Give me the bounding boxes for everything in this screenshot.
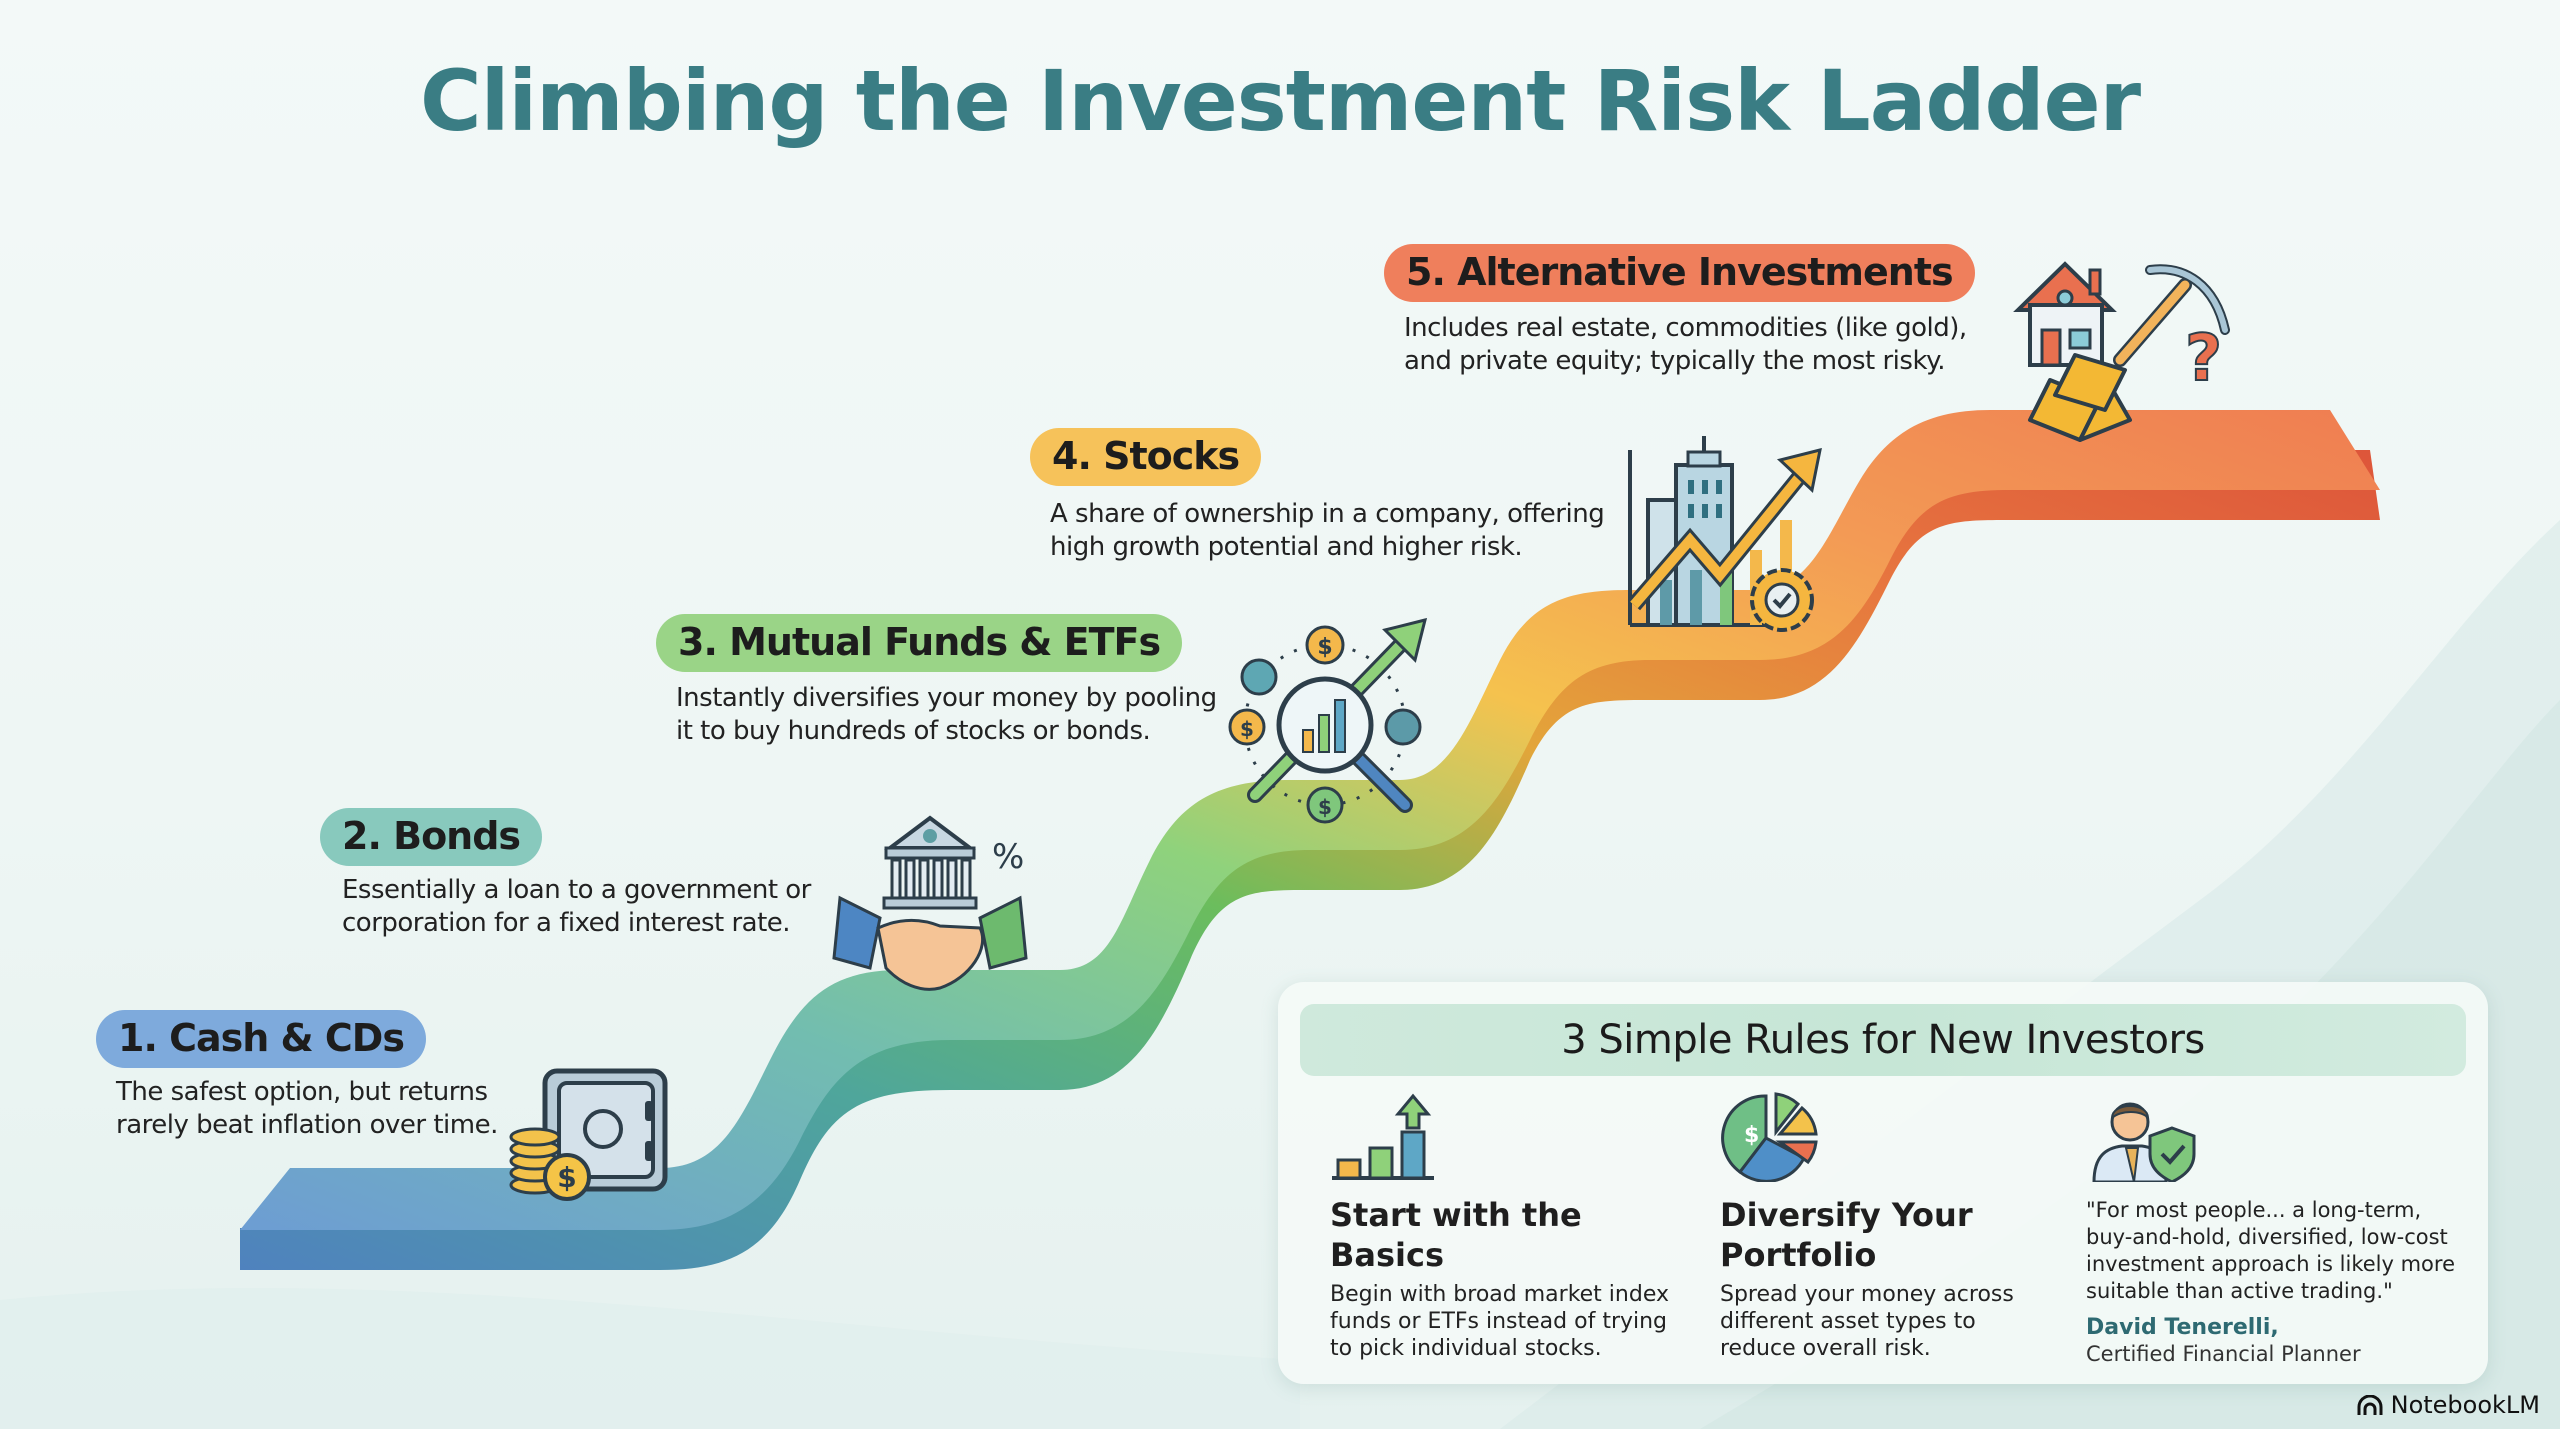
magnifier-chart-coins-icon: $ $ $ <box>1228 617 1428 824</box>
brand-watermark: NotebookLM <box>2357 1391 2540 1419</box>
house-pickaxe-gold-icon: ? <box>2013 261 2230 442</box>
rules-header: 3 Simple Rules for New Investors <box>1300 1004 2466 1076</box>
rule-text-line: to pick individual stocks. <box>1330 1336 1602 1361</box>
quote-author: David Tenerelli, <box>2086 1315 2279 1340</box>
safe-with-coins-icon: $ <box>509 1068 668 1201</box>
rule-title: Start with the Basics <box>1330 1195 1670 1275</box>
rule-title-line: Diversify Your <box>1720 1196 1973 1234</box>
svg-text:$: $ <box>1744 1123 1759 1148</box>
step-3-label: 3. Mutual Funds & ETFs <box>656 614 1183 672</box>
step-4-label: 4. Stocks <box>1030 428 1262 486</box>
step-5-description-line: Includes real estate, commodities (like … <box>1404 313 1967 343</box>
step-5-description-line: and private equity; typically the most r… <box>1404 346 1946 376</box>
quote-text: "For most people... a long-term, buy-and… <box>2086 1197 2476 1305</box>
rule-quote: "For most people... a long-term, buy-and… <box>2086 1092 2476 1366</box>
bank-handshake-icon: % <box>832 815 1028 991</box>
rule-text-line: Begin with broad market index <box>1330 1282 1669 1307</box>
step-1-description-line: rarely beat inflation over time. <box>116 1110 498 1140</box>
svg-text:%: % <box>992 837 1024 877</box>
rule-text-line: different asset types to <box>1720 1309 1976 1334</box>
svg-text:$: $ <box>1317 635 1332 660</box>
step-5-description: Includes real estate, commodities (like … <box>1404 312 1967 378</box>
step-3-description: Instantly diversifies your money by pool… <box>676 682 1217 748</box>
svg-text:$: $ <box>1240 717 1254 741</box>
rule-title-line: Portfolio <box>1720 1236 1877 1274</box>
step-4-description: A share of ownership in a company, offer… <box>1050 498 1605 564</box>
quote-line: "For most people... a long-term, <box>2086 1198 2422 1222</box>
rule-start-basics: Start with the Basics Begin with broad m… <box>1330 1092 1670 1362</box>
rule-title-line: Basics <box>1330 1236 1445 1274</box>
step-1-description-line: The safest option, but returns <box>116 1077 488 1107</box>
step-2-label: 2. Bonds <box>320 808 543 866</box>
svg-text:$: $ <box>557 1161 576 1194</box>
quote-line: suitable than active trading." <box>2086 1279 2393 1303</box>
step-4-description-line: A share of ownership in a company, offer… <box>1050 499 1605 529</box>
page-title: Climbing the Investment Risk Ladder <box>419 52 2141 150</box>
svg-text:?: ? <box>2185 322 2222 396</box>
step-3-description-line: Instantly diversifies your money by pool… <box>676 683 1217 713</box>
advisor-shield-icon <box>2092 1102 2196 1184</box>
step-2-description-line: Essentially a loan to a government or <box>342 875 811 905</box>
bar-chart-up-arrow-icon <box>1332 1093 1434 1180</box>
svg-text:$: $ <box>1318 795 1332 819</box>
notebooklm-logo-icon <box>2357 1395 2383 1415</box>
rule-text: Begin with broad market index funds or E… <box>1330 1281 1670 1362</box>
step-2-description: Essentially a loan to a government or co… <box>342 874 811 940</box>
rule-title: Diversify Your Portfolio <box>1720 1195 2060 1275</box>
step-2-description-line: corporation for a fixed interest rate. <box>342 908 791 938</box>
rule-diversify: $ Diversify Your Portfolio Spread your m… <box>1720 1092 2060 1362</box>
quote-author-role: Certified Financial Planner <box>2086 1342 2361 1366</box>
rule-text-line: Spread your money across <box>1720 1282 2014 1307</box>
quote-line: buy-and-hold, diversified, low-cost <box>2086 1225 2448 1249</box>
rule-text: Spread your money across different asset… <box>1720 1281 2060 1362</box>
pie-chart-icon: $ <box>1721 1092 1818 1183</box>
quote-line: investment approach is likely more <box>2086 1252 2455 1276</box>
brand-name: NotebookLM <box>2390 1391 2540 1419</box>
rule-title-line: Start with the <box>1330 1196 1582 1234</box>
building-growth-chart-icon <box>1627 436 1822 632</box>
rule-text-line: reduce overall risk. <box>1720 1336 1931 1361</box>
step-1-description: The safest option, but returns rarely be… <box>116 1076 498 1142</box>
step-5-label: 5. Alternative Investments <box>1384 244 1975 302</box>
rule-text-line: funds or ETFs instead of trying <box>1330 1309 1668 1334</box>
step-3-description-line: it to buy hundreds of stocks or bonds. <box>676 716 1151 746</box>
rules-card: 3 Simple Rules for New Investors Start w… <box>1278 982 2488 1384</box>
step-4-description-line: high growth potential and higher risk. <box>1050 532 1523 562</box>
step-1-label: 1. Cash & CDs <box>96 1010 426 1068</box>
